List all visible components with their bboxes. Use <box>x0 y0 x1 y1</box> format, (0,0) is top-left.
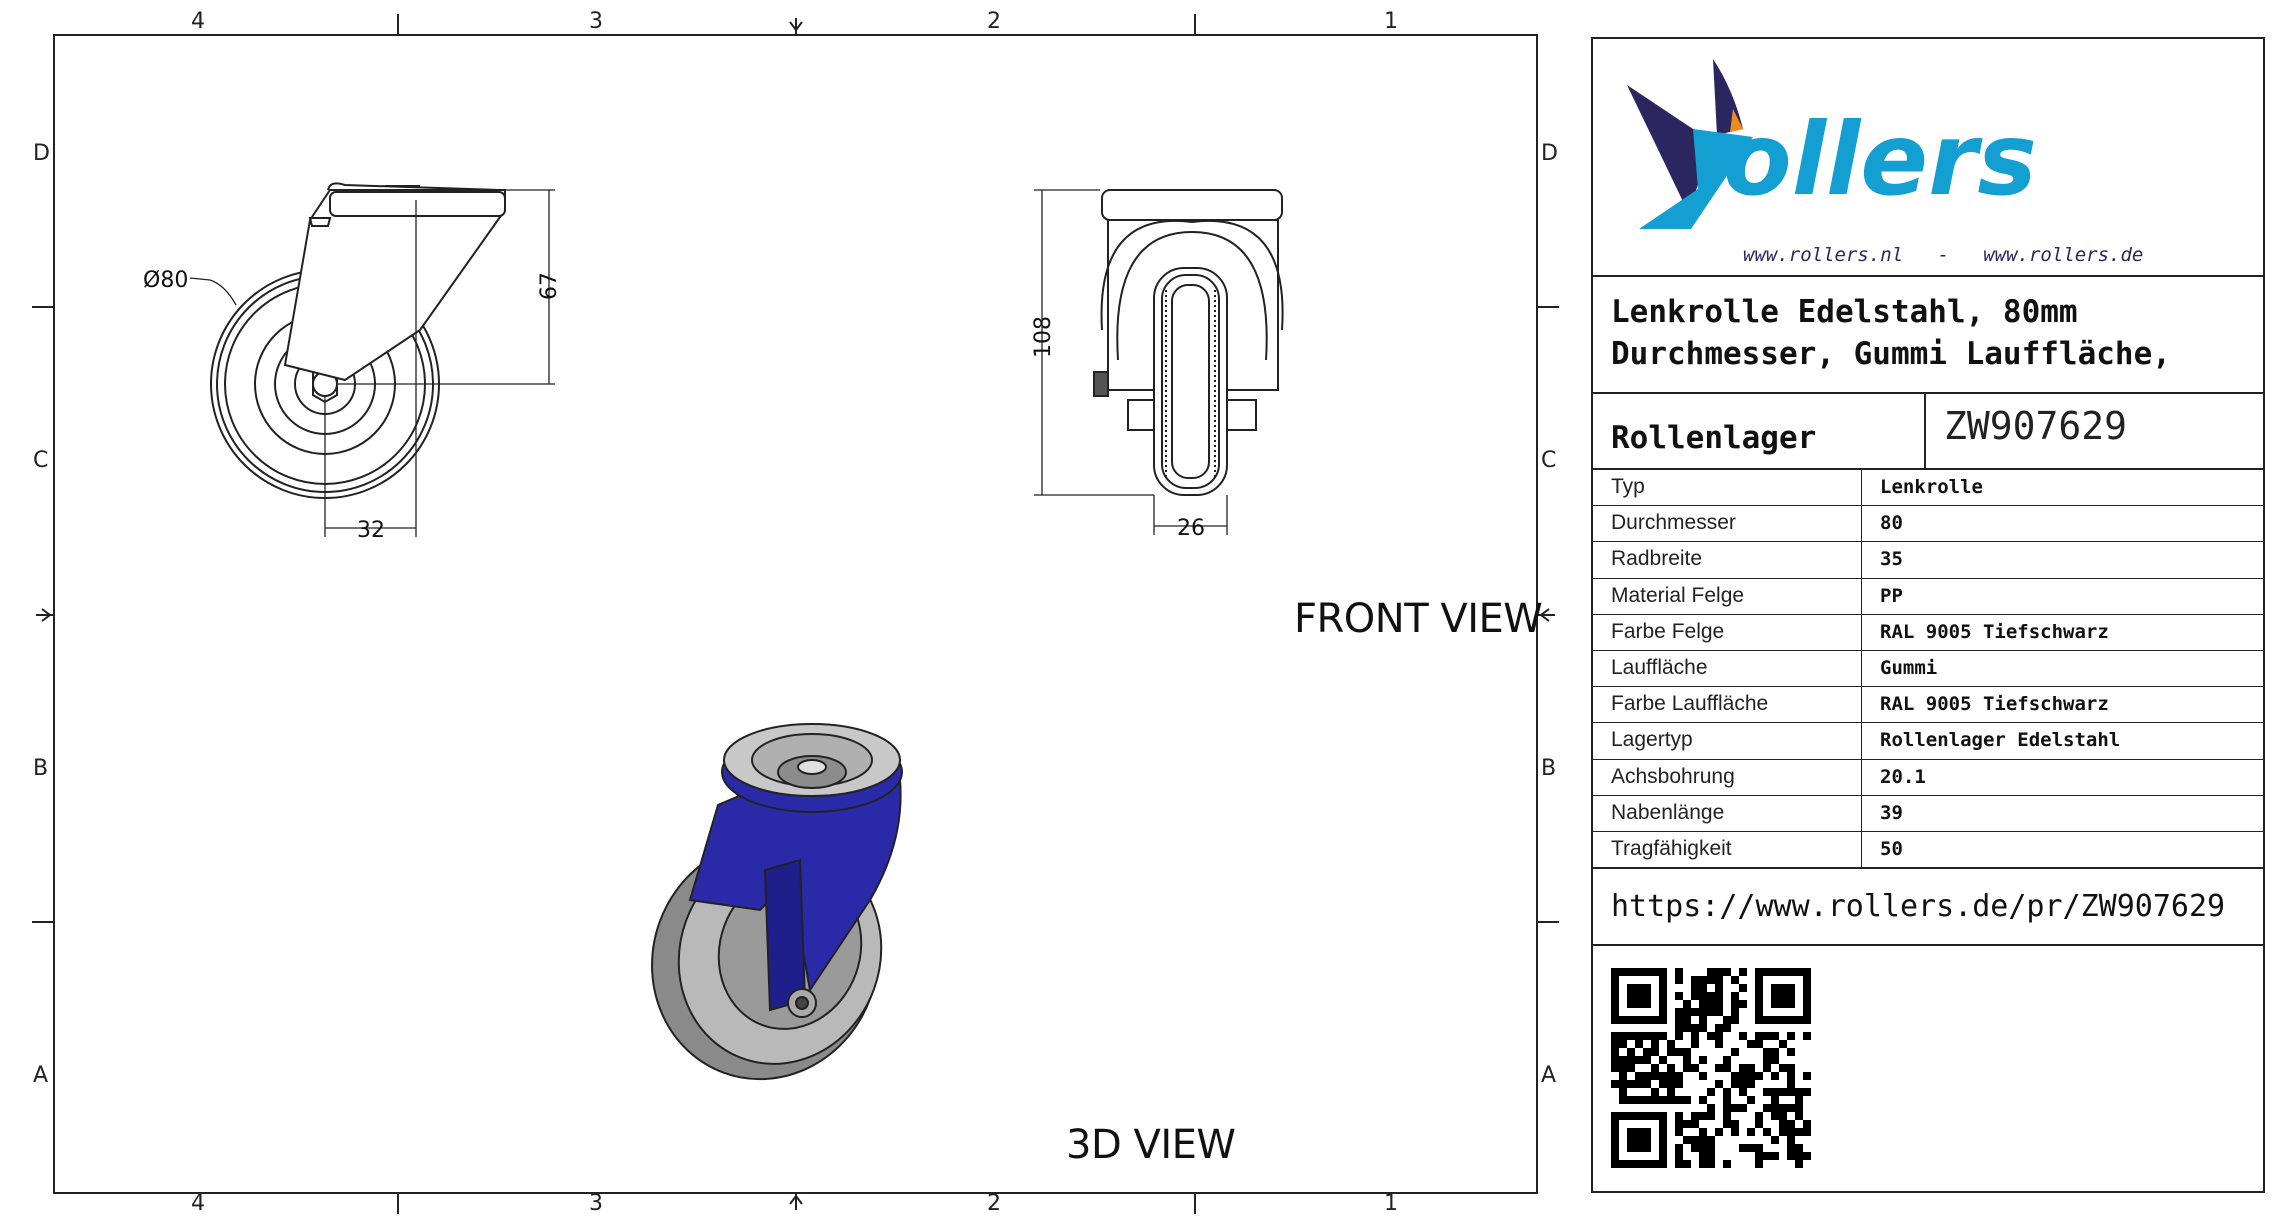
qr-code[interactable] <box>1611 968 1811 1168</box>
property-value: 39 <box>1880 801 1903 824</box>
product-title: Lenkrolle Edelstahl, 80mm Durchmesser, G… <box>1593 277 2263 394</box>
zone-row-label: C <box>1541 448 1557 473</box>
property-label: Achsbohrung <box>1593 759 1862 795</box>
property-row: Tragfähigkeit 50 <box>1593 831 2263 869</box>
dimension-front-width-label: 26 <box>1177 516 1205 541</box>
iso-view-drawing <box>651 723 903 1081</box>
logo-urls: www.rollers.nl - www.rollers.de <box>1743 244 2143 266</box>
property-value: Gummi <box>1880 656 1938 679</box>
title-line: Rollenlager <box>1611 420 1817 456</box>
property-row: Durchmesser 80 <box>1593 506 2263 543</box>
zone-row-label: B <box>33 756 49 781</box>
zone-column-label: 4 <box>191 9 205 34</box>
zone-row-label: D <box>33 141 50 166</box>
logo-wordmark: ollers <box>1723 101 2037 218</box>
property-label: Radbreite <box>1593 542 1862 578</box>
property-value: RAL 9005 Tiefschwarz <box>1880 693 2109 716</box>
title-line: Lenkrolle Edelstahl, 80mm <box>1611 294 2078 330</box>
zone-column-label: 3 <box>589 1191 603 1216</box>
zone-row-label: D <box>1541 141 1558 166</box>
side-view-dimensions <box>189 189 555 537</box>
dimension-diameter-label: Ø80 <box>143 268 188 293</box>
property-row: Farbe Lauffläche RAL 9005 Tiefschwarz <box>1593 687 2263 724</box>
iso-view-label: 3D VIEW <box>1066 1122 1236 1168</box>
property-row: Radbreite 35 <box>1593 542 2263 579</box>
zone-column-label: 1 <box>1384 1191 1398 1216</box>
property-row: Nabenlänge 39 <box>1593 795 2263 832</box>
dimension-offset-label: 32 <box>357 518 385 543</box>
property-label: Tragfähigkeit <box>1593 831 1862 868</box>
property-label: Lagertyp <box>1593 723 1862 759</box>
zone-column-label: 1 <box>1384 9 1398 34</box>
side-view-drawing <box>210 182 506 499</box>
property-row: Achsbohrung 20.1 <box>1593 759 2263 796</box>
title-block: ollers www.rollers.nl - www.rollers.de L… <box>1591 37 2265 1193</box>
dimension-front-height-label: 108 <box>1031 316 1056 358</box>
part-row: Rollenlager ZW907629 <box>1593 394 2263 470</box>
property-value: 50 <box>1880 837 1903 860</box>
front-view-dimensions <box>1034 189 1228 535</box>
zone-row-label: A <box>33 1063 49 1088</box>
front-view-drawing <box>1093 189 1284 496</box>
property-label: Lauffläche <box>1593 650 1862 687</box>
property-label: Material Felge <box>1593 578 1862 614</box>
product-url[interactable]: https://www.rollers.de/pr/ZW907629 <box>1593 868 2263 946</box>
zone-column-label: 2 <box>987 1191 1001 1216</box>
dimension-height-label: 67 <box>537 272 562 300</box>
property-row: Typ Lenkrolle <box>1593 470 2263 507</box>
property-value: RAL 9005 Tiefschwarz <box>1880 620 2109 643</box>
logo-area: ollers www.rollers.nl - www.rollers.de <box>1593 39 2263 277</box>
property-label: Farbe Felge <box>1593 614 1862 650</box>
property-row: Lauffläche Gummi <box>1593 650 2263 688</box>
rollers-logo: ollers www.rollers.nl - www.rollers.de <box>1627 59 2143 266</box>
property-value: 35 <box>1880 548 1903 571</box>
property-row: Material Felge PP <box>1593 578 2263 615</box>
zone-column-label: 2 <box>987 9 1001 34</box>
zone-ticks <box>32 14 1559 1214</box>
property-value: 80 <box>1880 512 1903 535</box>
property-label: Typ <box>1593 470 1862 506</box>
zone-row-label: A <box>1541 1063 1557 1088</box>
property-value: Lenkrolle <box>1880 476 1983 498</box>
part-number: ZW907629 <box>1924 394 2127 468</box>
property-row: Lagertyp Rollenlager Edelstahl <box>1593 723 2263 760</box>
zone-row-label: B <box>1541 756 1557 781</box>
zone-column-label: 4 <box>191 1191 205 1216</box>
zone-column-label: 3 <box>589 9 603 34</box>
property-value: Rollenlager Edelstahl <box>1880 729 2121 752</box>
property-value: PP <box>1880 584 1903 607</box>
property-label: Nabenlänge <box>1593 795 1862 831</box>
property-row: Farbe Felge RAL 9005 Tiefschwarz <box>1593 614 2263 651</box>
front-view-label: FRONT VIEW <box>1294 596 1543 642</box>
property-value: 20.1 <box>1880 765 1926 788</box>
property-label: Farbe Lauffläche <box>1593 687 1862 723</box>
title-line: Durchmesser, Gummi Lauffläche, <box>1611 336 2171 372</box>
property-label: Durchmesser <box>1593 506 1862 542</box>
zone-row-label: C <box>33 448 49 473</box>
